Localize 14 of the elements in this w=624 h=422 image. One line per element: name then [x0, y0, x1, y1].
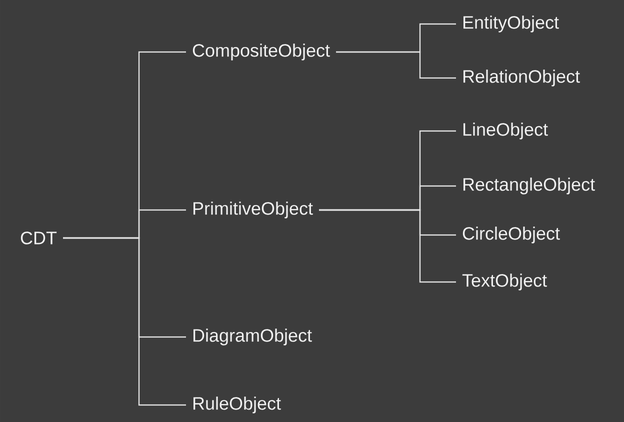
class-label: RectangleObject	[463, 178, 595, 194]
class-label: LineObject	[463, 122, 548, 140]
tree-line	[63, 237, 186, 406]
class-label: PrimitiveObject	[193, 202, 313, 218]
class-label: EntityObject	[463, 16, 559, 32]
class-label: DiagramObject	[193, 328, 312, 346]
class-label: TextObject	[462, 274, 547, 290]
class-label: RelationObject	[463, 70, 580, 86]
class-label: CDT	[20, 232, 57, 244]
class-label: CompositeObject	[192, 44, 330, 60]
tree-line	[336, 51, 456, 79]
class-label: RuleObject	[193, 396, 281, 414]
tree-line	[319, 209, 456, 283]
class-label: CircleObject	[462, 226, 560, 244]
